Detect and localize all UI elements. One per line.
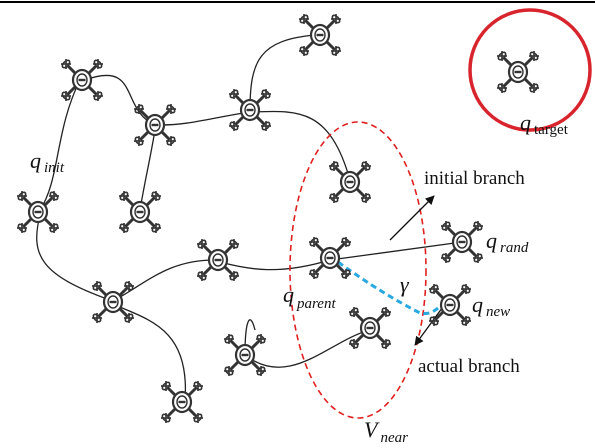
actual-branch-path [337,260,449,315]
near-region [289,121,427,419]
drone-icon [327,159,373,205]
target-region [468,8,592,132]
drone-icon [439,219,485,265]
label-actual-branch: actual branch [418,356,520,377]
drone-icon [495,49,541,95]
label-initial-branch: initial branch [424,168,525,189]
drone-icon [90,279,136,325]
drone-icon [297,12,343,58]
drone-icon [427,282,473,328]
drone-icon [117,189,163,235]
label-gamma: γ [400,272,410,297]
drone-icon [347,305,393,351]
drone-icon [159,379,205,425]
tree-edges [36,34,463,401]
drone-icon [59,57,105,103]
initial-branch-arrow [389,195,435,241]
